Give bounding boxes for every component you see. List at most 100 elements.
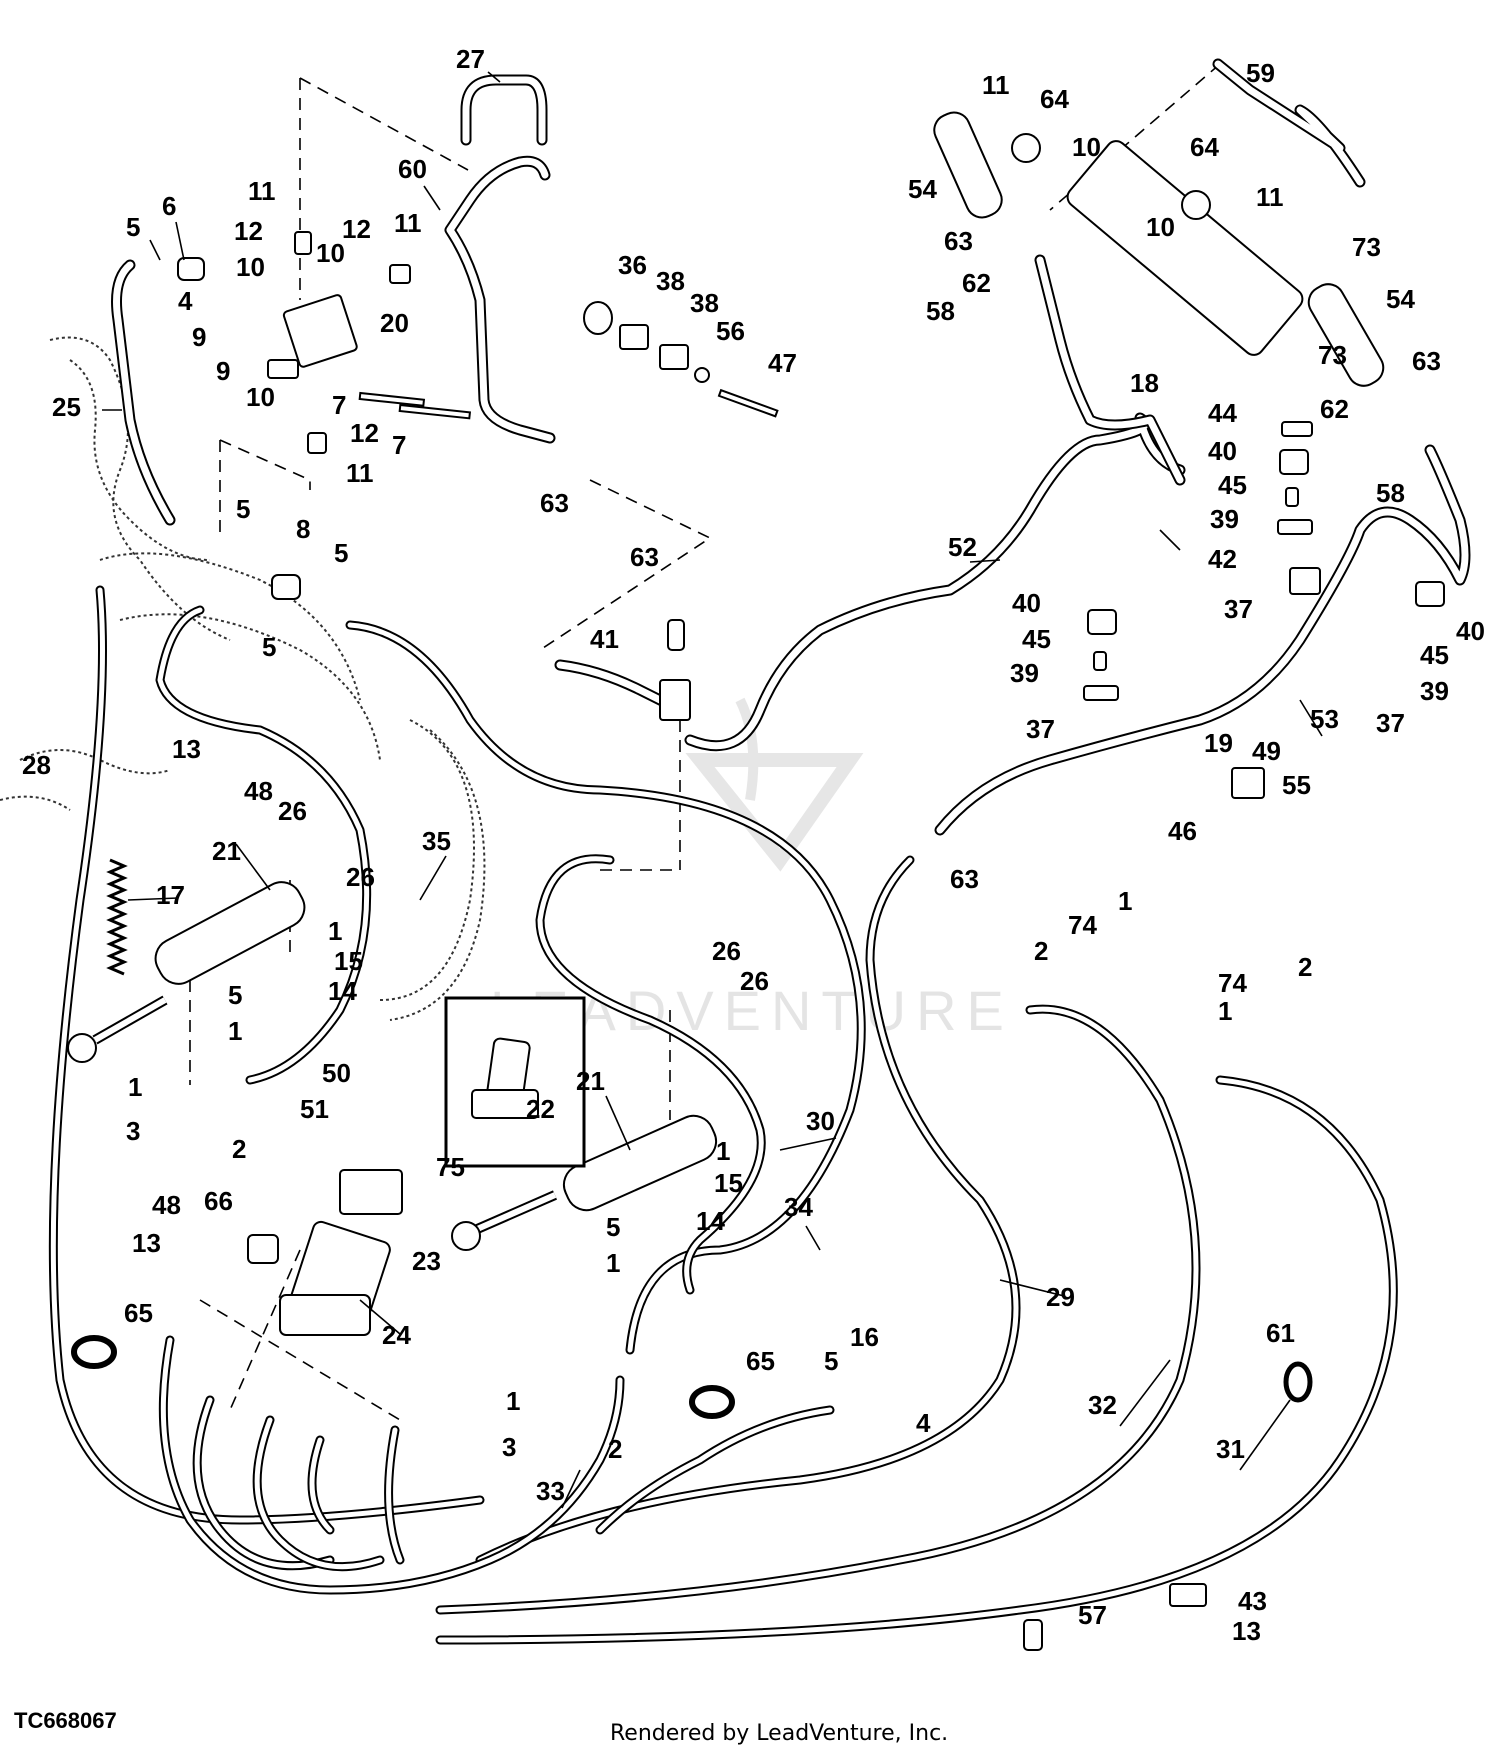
- bolt-7a: [358, 391, 426, 407]
- clamp-40a: [1279, 449, 1309, 475]
- callout-11: 11: [346, 458, 374, 488]
- strap-65b: [689, 1385, 735, 1419]
- callout-9: 9: [216, 356, 230, 386]
- bracket-39a: [1277, 519, 1313, 535]
- callout-37: 37: [1224, 594, 1253, 624]
- callout-7: 7: [392, 430, 406, 460]
- elbow-6: [177, 257, 205, 281]
- callout-44: 44: [1208, 398, 1237, 428]
- callout-12: 12: [342, 214, 371, 244]
- callout-30: 30: [806, 1106, 835, 1136]
- leader-lines: [102, 71, 1323, 1509]
- callout-1: 1: [716, 1136, 730, 1166]
- callout-62: 62: [1320, 394, 1349, 424]
- callout-37: 37: [1376, 708, 1405, 738]
- callout-1: 1: [606, 1248, 620, 1278]
- fitting-66: [247, 1234, 279, 1264]
- callout-3: 3: [126, 1116, 140, 1146]
- callout-14: 14: [696, 1206, 725, 1236]
- callout-42: 42: [1208, 544, 1237, 574]
- callout-16: 16: [850, 1322, 879, 1352]
- callout-73: 73: [1352, 232, 1381, 262]
- tube-27: [460, 74, 548, 146]
- cylinder-21a: [154, 881, 306, 985]
- switch-41: [667, 619, 685, 651]
- callout-45: 45: [1218, 470, 1247, 500]
- callout-51: 51: [300, 1094, 329, 1124]
- callout-6: 6: [162, 191, 176, 221]
- mount-23: [339, 1169, 403, 1215]
- callout-38: 38: [690, 288, 719, 318]
- cylinder-21b: [562, 1114, 718, 1212]
- rod-end-21b: [451, 1221, 481, 1251]
- bolt-47: [717, 388, 779, 418]
- damper-54b: [1307, 283, 1385, 387]
- callout-27: 27: [456, 44, 485, 74]
- callout-54: 54: [1386, 284, 1415, 314]
- callout-5: 5: [228, 980, 242, 1010]
- rod-end-21a: [67, 1033, 97, 1063]
- callout-11: 11: [982, 70, 1010, 100]
- flexible-hoses: [48, 585, 1398, 1645]
- callout-39: 39: [1010, 658, 1039, 688]
- callout-65: 65: [746, 1346, 775, 1376]
- callout-1: 1: [328, 916, 342, 946]
- hose-16: [595, 1405, 835, 1535]
- callout-62: 62: [962, 268, 991, 298]
- callout-13: 13: [172, 734, 201, 764]
- callout-53: 53: [1310, 704, 1339, 734]
- callout-19: 19: [1204, 728, 1233, 758]
- bracket-39b: [1083, 685, 1119, 701]
- callout-40: 40: [1012, 588, 1041, 618]
- footer-credit: Rendered by LeadVenture, Inc.: [610, 1721, 948, 1746]
- callout-33: 33: [536, 1476, 565, 1506]
- callout-32: 32: [1088, 1390, 1117, 1420]
- callout-10: 10: [316, 238, 345, 268]
- callout-73: 73: [1318, 340, 1347, 370]
- callout-9: 9: [192, 322, 206, 352]
- spacer-45a: [1285, 487, 1299, 507]
- cooler-18: [1066, 140, 1304, 356]
- callout-20: 20: [380, 308, 409, 338]
- washer-56: [694, 367, 710, 383]
- callout-10: 10: [236, 252, 265, 282]
- callout-56: 56: [716, 316, 745, 346]
- callout-45: 45: [1022, 624, 1051, 654]
- callout-63: 63: [950, 864, 979, 894]
- callout-5: 5: [824, 1346, 838, 1376]
- callout-63: 63: [540, 488, 569, 518]
- callout-22: 22: [526, 1094, 555, 1124]
- callout-64: 64: [1190, 132, 1219, 162]
- bracket-42: [1289, 567, 1321, 595]
- callout-10: 10: [246, 382, 275, 412]
- callout-11: 11: [248, 176, 276, 206]
- callout-26: 26: [278, 796, 307, 826]
- bumper-36: [583, 301, 613, 335]
- callout-5: 5: [334, 538, 348, 568]
- callout-64: 64: [1040, 84, 1069, 114]
- callout-24: 24: [382, 1320, 411, 1350]
- clip-57: [1023, 1619, 1043, 1651]
- clamp-40c: [1415, 581, 1445, 607]
- callout-1: 1: [228, 1016, 242, 1046]
- callout-29: 29: [1046, 1282, 1075, 1312]
- callout-52: 52: [948, 532, 977, 562]
- callout-2: 2: [1298, 952, 1312, 982]
- callout-66: 66: [204, 1186, 233, 1216]
- callout-40: 40: [1208, 436, 1237, 466]
- callout-12: 12: [234, 216, 263, 246]
- figure-code: TC668067: [14, 1708, 117, 1733]
- strap-61: [1283, 1361, 1313, 1403]
- callout-39: 39: [1210, 504, 1239, 534]
- callout-48: 48: [244, 776, 273, 806]
- callout-65: 65: [124, 1298, 153, 1328]
- callout-5: 5: [236, 494, 250, 524]
- callout-50: 50: [322, 1058, 351, 1088]
- callout-28: 28: [22, 750, 51, 780]
- callout-17: 17: [156, 880, 185, 910]
- callout-63: 63: [630, 542, 659, 572]
- callout-2: 2: [232, 1134, 246, 1164]
- callout-58: 58: [926, 296, 955, 326]
- callout-41: 41: [590, 624, 619, 654]
